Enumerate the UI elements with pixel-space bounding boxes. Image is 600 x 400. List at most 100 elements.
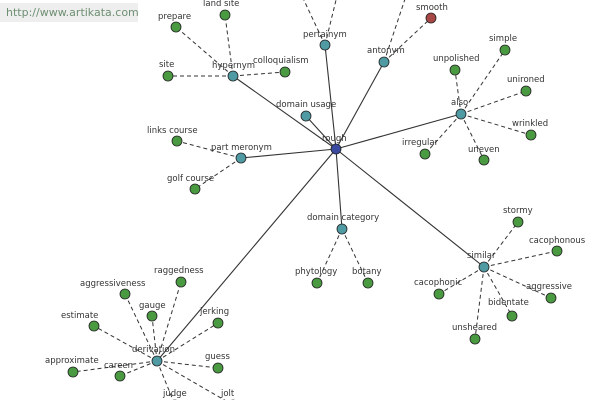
edge-derivation-gauge: [151, 315, 158, 362]
term-label-unironed[interactable]: unironed: [507, 75, 545, 85]
term-label-bidentate[interactable]: bidentate: [488, 298, 529, 308]
term-label-prepare[interactable]: prepare: [158, 12, 191, 22]
term-node-wrinkled[interactable]: [525, 129, 537, 141]
term-node-irregular[interactable]: [419, 148, 431, 160]
graph-labels: pertainym antonym smooth hypernym land site p…: [45, 0, 586, 399]
relation-node-pertainym[interactable]: [319, 39, 331, 51]
term-node-golf-course[interactable]: [189, 183, 201, 195]
relation-label-also[interactable]: also: [451, 98, 468, 108]
term-label-simple[interactable]: simple: [489, 34, 517, 44]
term-node-botany[interactable]: [362, 277, 374, 289]
term-label-unpolished[interactable]: unpolished: [433, 54, 480, 64]
term-label-links-course[interactable]: links course: [147, 126, 198, 136]
center-label-rough[interactable]: rough: [322, 134, 347, 144]
term-label-cacophonous[interactable]: cacophonous: [529, 236, 586, 246]
term-node-colloquialism[interactable]: [279, 66, 291, 78]
edge-offscreen-0: [303, 0, 326, 46]
term-node-jerking[interactable]: [212, 317, 224, 329]
edge-similar-cacophonous: [483, 250, 558, 268]
term-label-approximate[interactable]: approximate: [45, 356, 99, 366]
term-node-approximate[interactable]: [67, 366, 79, 378]
edge-similar-stormy: [483, 221, 519, 268]
term-label-stormy[interactable]: stormy: [503, 206, 533, 216]
graph-edges: [72, 0, 558, 400]
relation-node-also[interactable]: [455, 108, 467, 120]
term-node-uneven[interactable]: [478, 154, 490, 166]
relation-label-antonym[interactable]: antonym: [367, 46, 405, 56]
term-label-careen[interactable]: careen: [104, 361, 133, 371]
term-label-golf-course[interactable]: golf course: [167, 174, 214, 184]
term-label-botany[interactable]: botany: [352, 267, 382, 277]
center-node-rough[interactable]: [330, 143, 342, 155]
term-node-land-site[interactable]: [219, 9, 231, 21]
relation-node-part-meronym[interactable]: [235, 152, 247, 164]
relation-label-domain-usage[interactable]: domain usage: [276, 100, 336, 110]
term-label-wrinkled[interactable]: wrinkled: [512, 119, 548, 129]
term-label-smooth[interactable]: smooth: [416, 3, 448, 13]
edge-similar-unsheared: [474, 266, 485, 340]
term-label-phytology[interactable]: phytology: [295, 267, 337, 277]
term-label-cacophonic[interactable]: cacophonic: [414, 278, 462, 288]
term-label-aggressive[interactable]: aggressive: [526, 282, 572, 292]
edge-derivation-estimate: [93, 325, 158, 362]
term-node-simple[interactable]: [499, 44, 511, 56]
term-node-careen[interactable]: [114, 370, 126, 382]
term-label-uneven[interactable]: uneven: [468, 145, 500, 155]
relation-node-hypernym[interactable]: [227, 70, 239, 82]
term-label-site[interactable]: site: [159, 60, 174, 70]
edge-derivation-judge: [156, 360, 174, 400]
edge-center-antonym: [335, 61, 385, 150]
relation-node-antonym[interactable]: [378, 56, 390, 68]
relation-label-part-meronym[interactable]: part meronym: [211, 143, 272, 153]
term-node-bidentate[interactable]: [506, 310, 518, 322]
term-node-raggedness[interactable]: [175, 276, 187, 288]
term-node-links-course[interactable]: [171, 135, 183, 147]
edge-derivation-aggressiveness: [124, 293, 158, 362]
term-node-unironed[interactable]: [520, 85, 532, 97]
relation-label-similar[interactable]: similar: [467, 251, 496, 261]
term-label-jolt[interactable]: jolt: [220, 389, 235, 399]
edge-offscreen-1: [324, 0, 337, 46]
term-label-irregular[interactable]: irregular: [402, 138, 439, 148]
edge-also-unpolished: [454, 69, 462, 115]
term-node-unpolished[interactable]: [449, 64, 461, 76]
term-label-guess[interactable]: guess: [205, 352, 230, 362]
term-node-aggressiveness[interactable]: [119, 288, 131, 300]
edge-similar-bidentate: [483, 266, 513, 317]
term-node-stormy[interactable]: [512, 216, 524, 228]
edge-domain-category-botany: [341, 228, 369, 284]
relation-node-similar[interactable]: [478, 261, 490, 273]
term-node-site[interactable]: [162, 70, 174, 82]
term-label-jerking[interactable]: jerking: [199, 307, 229, 317]
source-url-badge[interactable]: http://www.artikata.com: [0, 3, 139, 22]
relation-node-domain-usage[interactable]: [300, 110, 312, 122]
term-node-phytology[interactable]: [311, 277, 323, 289]
term-label-gauge[interactable]: gauge: [139, 301, 166, 311]
relation-label-hypernym[interactable]: hypernym: [212, 61, 255, 71]
term-label-aggressiveness[interactable]: aggressiveness: [80, 279, 146, 289]
edge-also-simple: [460, 49, 506, 115]
term-label-unsheared[interactable]: unsheared: [452, 323, 497, 333]
term-node-guess[interactable]: [212, 362, 224, 374]
relation-label-derivation[interactable]: derivation: [132, 345, 175, 355]
term-label-raggedness[interactable]: raggedness: [154, 266, 204, 276]
edge-also-irregular: [424, 113, 462, 155]
term-node-cacophonous[interactable]: [551, 245, 563, 257]
term-node-estimate[interactable]: [88, 320, 100, 332]
term-label-colloquialism[interactable]: colloquialism: [253, 56, 309, 66]
relation-node-domain-category[interactable]: [336, 223, 348, 235]
relation-node-derivation[interactable]: [151, 355, 163, 367]
term-node-cacophonic[interactable]: [433, 288, 445, 300]
edge-center-also: [335, 113, 462, 150]
term-node-gauge[interactable]: [146, 310, 158, 322]
term-node-prepare[interactable]: [170, 21, 182, 33]
term-node-unsheared[interactable]: [469, 333, 481, 345]
relation-label-domain-category[interactable]: domain category: [307, 213, 379, 223]
term-label-judge[interactable]: judge: [162, 389, 187, 399]
edge-also-unironed: [460, 90, 527, 115]
term-node-aggressive[interactable]: [545, 292, 557, 304]
term-node-smooth[interactable]: [425, 12, 437, 24]
relation-label-pertainym[interactable]: pertainym: [303, 30, 347, 40]
term-label-estimate[interactable]: estimate: [61, 311, 98, 321]
term-label-land-site[interactable]: land site: [203, 0, 239, 9]
